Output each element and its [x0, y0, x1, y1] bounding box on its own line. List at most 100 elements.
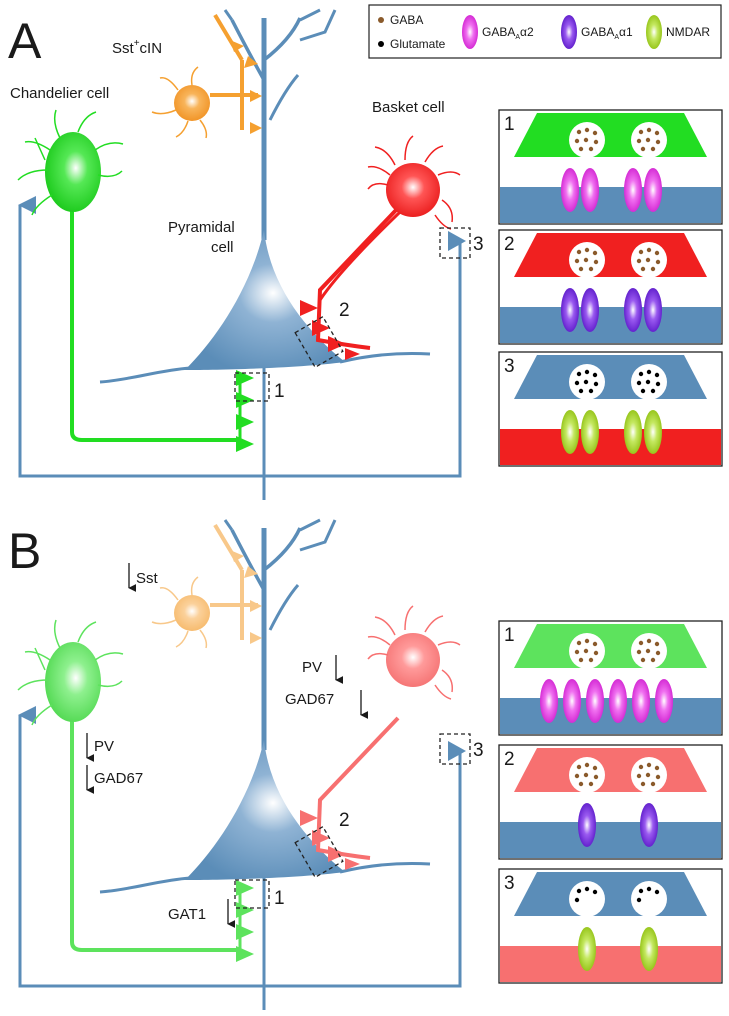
synapse-box-number: 3: [504, 873, 515, 894]
vesicle: [631, 881, 667, 917]
sst-interneuron-a: Sst+cIN: [112, 13, 262, 139]
gaba-dot: [646, 127, 652, 133]
nmdar-receptor-icon: [646, 15, 662, 49]
vesicle: [569, 881, 605, 917]
gaba-dot: [574, 649, 580, 655]
gaba-dot: [645, 137, 651, 143]
gaba-dot: [655, 259, 661, 265]
receptor: [578, 927, 596, 971]
synapse-box-number: 1: [504, 114, 515, 135]
gaba-dot: [588, 266, 594, 272]
gaba-dot: [578, 266, 584, 272]
synapse-box-number: 2: [504, 234, 515, 255]
receptor: [640, 927, 658, 971]
synapse-box-number: 2: [504, 749, 515, 770]
glutamate-dot: [592, 889, 598, 895]
glutamate-dot: [650, 388, 656, 394]
glutamate-dot: [636, 380, 642, 386]
receptor: [644, 168, 662, 212]
gaba-dot: [584, 127, 590, 133]
gabaa-a2-receptor-icon: [462, 15, 478, 49]
basket-label-a: Basket cell: [372, 99, 445, 116]
sst-label-b: Sst: [136, 570, 159, 587]
site-number-2-a: 2: [339, 300, 350, 321]
glutamate-dot: [574, 380, 580, 386]
legend-gabaa-a2: GABAAα2: [482, 25, 534, 41]
panel-b: B Sst PV GAD67: [8, 520, 484, 1010]
synapse-box-a-1: 1: [498, 109, 723, 225]
gaba-dot-icon: [378, 17, 384, 23]
gaba-dot: [654, 250, 660, 256]
site-box-3-b: [439, 733, 471, 765]
synapse-box-number: 1: [504, 625, 515, 646]
gaba-dot: [650, 266, 656, 272]
site-box-2-b: [294, 825, 344, 879]
presynaptic-terminal: [514, 113, 707, 157]
synapse-box-a-3: 3: [498, 351, 723, 467]
site-box-1-a: [234, 372, 270, 402]
basket-cell-a: Basket cell: [300, 99, 461, 360]
postsynaptic-membrane: [500, 187, 721, 223]
receptor: [561, 410, 579, 454]
legend-box: [368, 4, 722, 59]
gaba-dot: [578, 781, 584, 787]
gaba-dot: [578, 657, 584, 663]
glutamate-dot: [576, 888, 582, 894]
chandelier-cell-b: PV GAD67: [17, 619, 254, 962]
gaba-dot: [583, 648, 589, 654]
receptor: [581, 288, 599, 332]
gaba-dot: [593, 259, 599, 265]
gaba-dot: [584, 638, 590, 644]
pv-label-chandelier-b: PV: [94, 738, 114, 755]
receptor: [578, 803, 596, 847]
gaba-dot: [646, 247, 652, 253]
presynaptic-terminal: [514, 624, 707, 668]
presynaptic-terminal: [514, 748, 707, 792]
gaba-dot: [655, 139, 661, 145]
receptor: [581, 410, 599, 454]
gaba-dot: [640, 657, 646, 663]
gaba-dot: [576, 640, 582, 646]
panel-a: A Sst+cIN Chandelier cell: [8, 10, 484, 500]
glutamate-dot: [593, 381, 599, 387]
receptor: [655, 679, 673, 723]
gaba-dot: [593, 139, 599, 145]
gaba-dot: [640, 266, 646, 272]
site-number-3-a: 3: [473, 234, 484, 255]
gaba-dot: [588, 781, 594, 787]
receptor: [624, 288, 642, 332]
gaba-dot: [654, 641, 660, 647]
receptor: [561, 288, 579, 332]
chandelier-label-a: Chandelier cell: [10, 85, 109, 102]
gad67-label-basket-b: GAD67: [285, 691, 334, 708]
glutamate-dot: [646, 886, 652, 892]
receptor: [632, 679, 650, 723]
synapse-detail-boxes: 1 2 3 1 2 3: [498, 109, 723, 984]
gaba-dot: [636, 649, 642, 655]
gaba-dot: [574, 138, 580, 144]
gaba-dot: [645, 648, 651, 654]
gaba-dot: [638, 129, 644, 135]
receptor: [644, 288, 662, 332]
legend-gaba: GABA: [390, 13, 423, 27]
site-box-1-b: [234, 879, 270, 909]
gaba-dot: [584, 762, 590, 768]
gat1-label-b: GAT1: [168, 906, 206, 923]
postsynaptic-membrane: [500, 946, 721, 982]
gaba-dot: [638, 249, 644, 255]
postsynaptic-membrane: [500, 822, 721, 858]
glutamate-dot-icon: [378, 41, 384, 47]
gaba-dot: [636, 773, 642, 779]
postsynaptic-membrane: [500, 307, 721, 343]
gaba-dot: [645, 257, 651, 263]
gaba-dot: [576, 764, 582, 770]
glutamate-dot: [654, 372, 660, 378]
synapse-box-a-2: 2: [498, 229, 723, 345]
glutamate-dot: [645, 379, 651, 385]
gaba-dot: [655, 774, 661, 780]
pyramidal-label-a-line1: Pyramidal: [168, 219, 235, 236]
site-number-1-a: 1: [274, 381, 285, 402]
synapse-box-number: 3: [504, 356, 515, 377]
synapse-box-b-2: 2: [498, 744, 723, 860]
glutamate-dot: [588, 388, 594, 394]
